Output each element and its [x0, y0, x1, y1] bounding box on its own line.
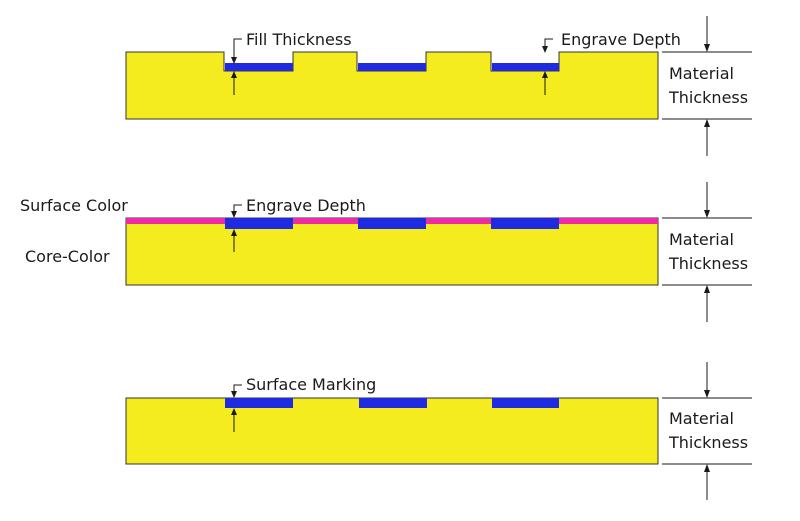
panel-filled-engraving: Fill Thickness Engrave Depth Material Th… — [125, 16, 752, 156]
material-thickness-label-2a: Material — [669, 230, 734, 249]
surface-color-label: Surface Color — [20, 196, 128, 215]
engraved-area-2b — [358, 218, 426, 229]
dimension-arrow-bottom-3 — [704, 464, 710, 472]
engrave-depth-leader-2 — [233, 204, 242, 213]
surface-mark-3b — [359, 398, 427, 408]
surface-marking-arrow-up — [231, 408, 237, 415]
engrave-depth-arrow-down-2 — [231, 211, 237, 218]
surface-mark-3c — [492, 398, 559, 408]
fill-layer-1c — [492, 63, 559, 71]
engraved-area-2a — [225, 218, 293, 229]
dimension-arrow-top-3 — [704, 390, 710, 398]
engrave-depth-label-2: Engrave Depth — [246, 196, 366, 215]
fill-layer-1a — [225, 63, 293, 71]
core-material-body — [125, 217, 659, 286]
engrave-depth-arrow-up — [542, 71, 548, 78]
dimension-arrow-top-1 — [704, 44, 710, 52]
material-body-1 — [125, 51, 659, 120]
engraved-area-2c — [491, 218, 559, 229]
fill-thickness-arrow-up — [231, 71, 237, 78]
fill-thickness-label: Fill Thickness — [246, 30, 352, 49]
dimension-arrow-top-2 — [704, 210, 710, 218]
engrave-depth-leader — [544, 38, 553, 49]
engrave-depth-arrow-down — [542, 46, 548, 53]
fill-thickness-arrow-down — [231, 57, 237, 64]
engrave-depth-label: Engrave Depth — [561, 30, 681, 49]
material-thickness-label-1a: Material — [669, 64, 734, 83]
surface-marking-leader — [233, 384, 242, 393]
dimension-arrow-bottom-2 — [704, 285, 710, 293]
surface-marking-arrow-down — [231, 391, 237, 398]
surface-mark-3a — [225, 398, 293, 408]
material-thickness-label-3b: Thickness — [668, 433, 748, 452]
material-thickness-label-2b: Thickness — [668, 254, 748, 273]
dimension-arrow-bottom-1 — [704, 119, 710, 127]
material-thickness-label-1b: Thickness — [668, 88, 748, 107]
surface-marking-label: Surface Marking — [246, 375, 376, 394]
material-thickness-label-3a: Material — [669, 409, 734, 428]
engrave-depth-arrow-up-2 — [231, 229, 237, 236]
fill-thickness-leader — [233, 38, 242, 60]
panel-surface-marking: Surface Marking Material Thickness — [125, 362, 752, 500]
panel-laminate: Surface Color Core-Color Engrave Depth M… — [20, 182, 752, 322]
fill-layer-1b — [358, 63, 426, 71]
core-color-label: Core-Color — [25, 247, 110, 266]
